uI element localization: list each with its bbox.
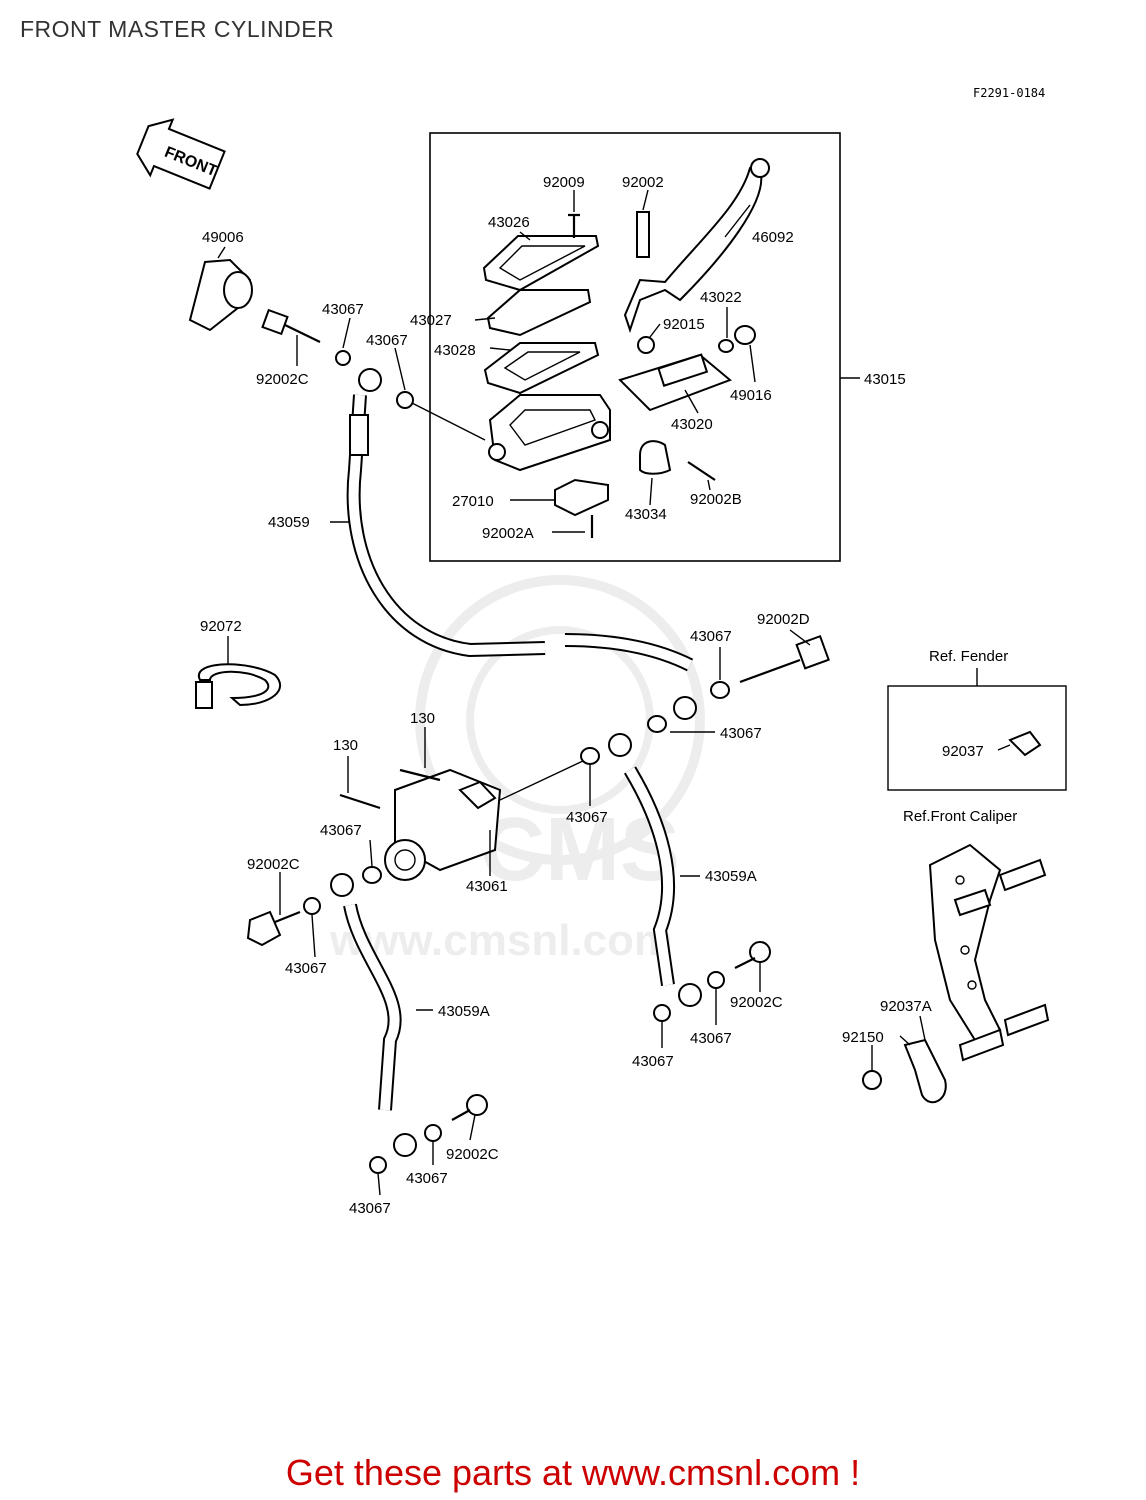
label-92002C-d: 92002C — [446, 1146, 499, 1163]
washer-left — [303, 897, 321, 915]
ref-caliper-label: Ref.Front Caliper — [903, 808, 1017, 825]
label-92002C-b: 92002C — [247, 856, 300, 873]
front-arrow-icon: FRONT — [136, 118, 226, 190]
label-43067-g: 43067 — [285, 960, 327, 977]
washer-top-1 — [335, 350, 351, 366]
watermark: CMS www.cmsnl.com — [329, 575, 705, 965]
leader-lines — [217, 189, 1011, 1196]
diaphragm — [483, 342, 600, 395]
pivot-bolt — [636, 211, 650, 258]
brake-hose-43059A-right — [608, 733, 702, 1007]
label-43059: 43059 — [268, 514, 310, 531]
label-92072: 92072 — [200, 618, 242, 635]
ref-fender-label: Ref. Fender — [929, 648, 1008, 665]
washer-43022 — [718, 339, 734, 353]
master-cylinder-assembly-box — [429, 132, 841, 562]
banjo-fitting-top — [358, 368, 382, 392]
banjo-fitting-mid — [673, 696, 697, 720]
banjo-bolt-left — [246, 910, 301, 947]
label-43067-h: 43067 — [690, 1030, 732, 1047]
label-43026: 43026 — [488, 214, 530, 231]
washer-top-2 — [396, 391, 414, 409]
label-43034: 43034 — [625, 506, 667, 523]
label-92002C-a: 92002C — [256, 371, 309, 388]
screw-92009 — [568, 213, 580, 238]
label-43067-j: 43067 — [406, 1170, 448, 1187]
washer-bottom-2 — [369, 1156, 387, 1174]
label-92037A: 92037A — [880, 998, 932, 1015]
footer-link[interactable]: Get these parts at www.cmsnl.com ! — [285, 1452, 861, 1493]
plug-92150 — [862, 1070, 882, 1090]
label-43067-b: 43067 — [366, 332, 408, 349]
washer-bottom-1 — [424, 1124, 442, 1142]
label-43067-a: 43067 — [322, 301, 364, 318]
washer-right-2 — [653, 1004, 671, 1022]
washer-right-1 — [707, 971, 725, 989]
handlebar-clamp — [639, 440, 672, 475]
page-title: FRONT MASTER CYLINDER — [20, 16, 335, 42]
label-43067-k: 43067 — [349, 1200, 391, 1217]
label-27010: 27010 — [452, 493, 494, 510]
label-49016: 49016 — [730, 387, 772, 404]
label-43067-e: 43067 — [320, 822, 362, 839]
label-43067-c: 43067 — [690, 628, 732, 645]
label-43015: 43015 — [864, 371, 906, 388]
reservoir-plate — [486, 289, 592, 337]
banjo-bolt-right — [734, 941, 771, 969]
washer-mid-2 — [647, 715, 667, 733]
dust-boot — [734, 325, 756, 345]
label-49006: 49006 — [202, 229, 244, 246]
brake-light-switch — [554, 478, 609, 517]
label-43067-f: 43067 — [566, 809, 608, 826]
brake-lever — [623, 166, 763, 334]
ref-fender-box — [887, 685, 1067, 791]
washer-mid-1 — [710, 681, 730, 699]
washer-joint-1 — [580, 747, 600, 765]
label-43061: 43061 — [466, 878, 508, 895]
watermark-url: www.cmsnl.com — [329, 916, 673, 965]
label-130-a: 130 — [410, 710, 435, 727]
label-43027: 43027 — [410, 312, 452, 329]
diagram-code: F2291-0184 — [973, 86, 1045, 100]
bolt-130-a — [399, 768, 441, 782]
label-130-b: 130 — [333, 737, 358, 754]
banjo-bolt-92002D — [739, 634, 830, 684]
brake-hose-43059 — [346, 394, 694, 672]
label-92037: 92037 — [942, 743, 984, 760]
label-43067-i: 43067 — [632, 1053, 674, 1070]
hose-guide — [1008, 730, 1042, 757]
hose-clamp — [197, 663, 282, 707]
label-92002A: 92002A — [482, 525, 534, 542]
label-92015: 92015 — [663, 316, 705, 333]
label-43059A-b: 43059A — [438, 1003, 490, 1020]
label-43067-d: 43067 — [720, 725, 762, 742]
label-92002-top: 92002 — [622, 174, 664, 191]
caliper-bracket — [928, 843, 1050, 1062]
pivot-nut — [637, 336, 655, 354]
master-cylinder-body — [488, 394, 611, 472]
label-92009: 92009 — [543, 174, 585, 191]
three-way-joint — [384, 768, 502, 881]
label-92002B: 92002B — [690, 491, 742, 508]
label-92002D: 92002D — [757, 611, 810, 628]
banjo-bolt-top — [261, 308, 321, 343]
label-43028: 43028 — [434, 342, 476, 359]
label-43020: 43020 — [671, 416, 713, 433]
label-43022: 43022 — [700, 289, 742, 306]
label-92002C-c: 92002C — [730, 994, 783, 1011]
washer-joint-2 — [362, 866, 382, 884]
banjo-bolt-bottom — [451, 1094, 488, 1121]
brake-hose-43059A-left — [330, 873, 417, 1157]
bolt-130-b — [339, 793, 381, 810]
reservoir-cap — [482, 235, 600, 292]
label-92150: 92150 — [842, 1029, 884, 1046]
label-46092: 46092 — [752, 229, 794, 246]
label-43059A-a: 43059A — [705, 868, 757, 885]
pad-pin-clip — [903, 1038, 947, 1104]
